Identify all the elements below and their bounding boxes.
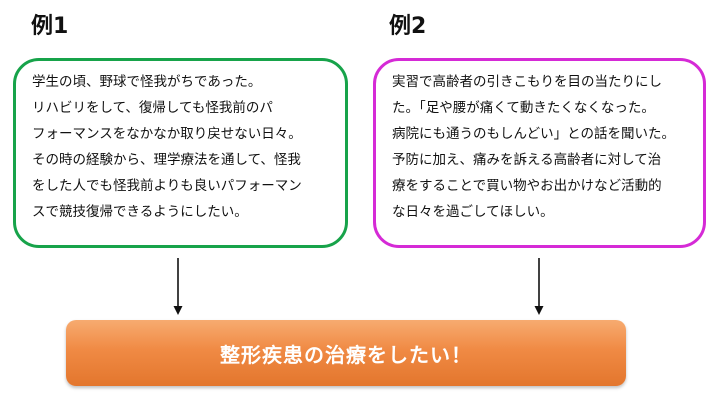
example1-heading: 例1 (31, 14, 69, 39)
example2-line: な日々を過ごしてほしい。 (392, 204, 554, 220)
down-arrow-icon (173, 258, 183, 315)
example1-line: をした人でも怪我前よりも良いパフォーマン (32, 178, 302, 194)
example2-line: 予防に加え、痛みを訴える高齢者に対して治 (392, 152, 662, 168)
example1-line: スで競技復帰できるようにしたい。 (32, 204, 248, 220)
down-arrow-icon (534, 258, 544, 315)
example2-line: た。「足や腰が痛くて動きたくなくなった。 (392, 100, 655, 116)
example2-heading: 例2 (389, 14, 427, 39)
example2-box: 実習で高齢者の引きこもりを目の当たりにし た。「足や腰が痛くて動きたくなくなった… (373, 58, 706, 248)
example2-line: 実習で高齢者の引きこもりを目の当たりにし (392, 74, 662, 90)
example1-line: 学生の頃、野球で怪我がちであった。 (32, 74, 262, 90)
example2-line: 病院にも通うのもしんどい」との話を聞いた。 (392, 126, 675, 142)
goal-box: 整形疾患の治療をしたい！ (66, 320, 626, 386)
goal-text: 整形疾患の治療をしたい！ (220, 342, 472, 367)
example1-box: 学生の頃、野球で怪我がちであった。 リハビリをして、復帰しても怪我前のパ フォー… (13, 58, 348, 248)
example1-line: リハビリをして、復帰しても怪我前のパ (32, 100, 273, 116)
example2-line: 療をすることで買い物やお出かけなど活動的 (392, 178, 662, 194)
example1-line: その時の経験から、理学療法を通して、怪我 (32, 152, 301, 168)
example1-line: フォーマンスをなかなか取り戻せない日々。 (32, 126, 302, 142)
